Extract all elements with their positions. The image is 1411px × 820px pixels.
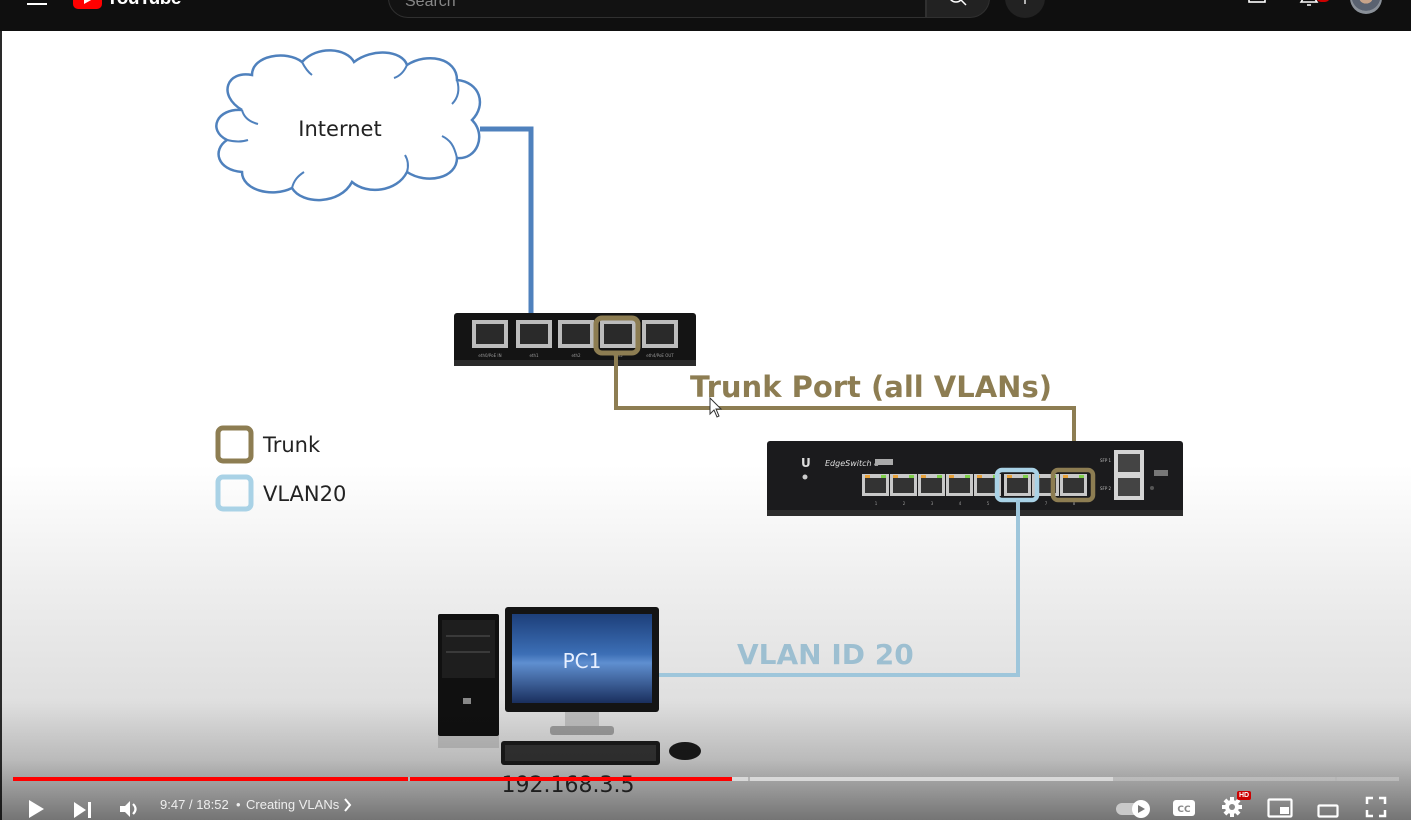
- internet-link: [480, 126, 534, 316]
- gear-icon: [1222, 797, 1242, 817]
- router-port-label: eth2: [571, 353, 581, 358]
- youtube-logo[interactable]: YouTube: [73, 0, 181, 10]
- router-port-label: eth4/PoE OUT: [646, 353, 674, 358]
- switch-port-number: 4: [959, 501, 962, 506]
- autoplay-icon: [1138, 805, 1145, 813]
- masthead: YouTube Search: [0, 0, 1411, 27]
- ubiquiti-logo-icon: U: [801, 456, 811, 470]
- theater-mode-button[interactable]: [1317, 798, 1339, 820]
- youtube-play-logo-icon: [73, 0, 102, 9]
- vlan20-link: [657, 500, 1020, 677]
- legend-vlan20-swatch: [215, 474, 254, 512]
- legend-trunk-swatch: [215, 425, 254, 464]
- sfp2-label: SFP 2: [1100, 486, 1112, 491]
- pc-screen-label: PC1: [563, 649, 602, 673]
- next-button[interactable]: [73, 797, 93, 820]
- pc1-computer: PC1: [438, 607, 701, 765]
- chapter-marker: [747, 777, 750, 781]
- progress-bar[interactable]: [13, 777, 1399, 781]
- chapter-title[interactable]: Creating VLANs: [246, 797, 340, 812]
- settings-button[interactable]: [1221, 794, 1243, 820]
- captions-button[interactable]: CC: [1172, 795, 1196, 820]
- switch-brand-label: EdgeSwitch 8: [825, 459, 879, 468]
- switch-port-number: 2: [903, 501, 906, 506]
- sfp1-label: SFP 1: [1100, 458, 1112, 463]
- legend: Trunk VLAN20: [215, 425, 346, 512]
- bell-icon[interactable]: [1298, 0, 1320, 10]
- menu-icon[interactable]: [27, 0, 47, 8]
- create-icon[interactable]: [1248, 0, 1270, 8]
- played-bar: [13, 777, 732, 781]
- mic-icon: [1024, 0, 1026, 4]
- search-button[interactable]: [926, 0, 990, 18]
- trunk-port-label: Trunk Port (all VLANs): [690, 370, 1052, 404]
- legend-vlan20-label: VLAN20: [263, 482, 346, 506]
- chapter-dot: •: [236, 797, 241, 812]
- duration: 18:52: [196, 797, 229, 812]
- vlan-id-label: VLAN ID 20: [737, 638, 914, 671]
- next-icon: [74, 802, 86, 818]
- switch-port-number: 3: [931, 501, 934, 506]
- switch-port-number: 8: [1073, 501, 1076, 506]
- theater-icon: [1317, 804, 1339, 818]
- chapter-marker: [1335, 777, 1338, 781]
- autoplay-toggle[interactable]: [1115, 796, 1151, 820]
- miniplayer-icon: [1267, 798, 1293, 818]
- time-display: 9:47 / 18:52: [160, 797, 229, 812]
- notification-badge: [1316, 0, 1330, 2]
- voice-search-button[interactable]: [1005, 0, 1045, 18]
- avatar[interactable]: [1350, 0, 1382, 14]
- router-port-label: eth1: [529, 353, 539, 358]
- power-led-icon: [802, 474, 808, 480]
- fullscreen-icon: [1365, 796, 1387, 818]
- play-icon: [29, 800, 44, 818]
- internet-cloud: [215, 49, 482, 202]
- miniplayer-button[interactable]: [1267, 795, 1293, 820]
- search-icon: [950, 0, 967, 6]
- logo-text: YouTube: [106, 0, 181, 10]
- search-placeholder: Search: [405, 0, 456, 10]
- current-time: 9:47: [160, 797, 186, 812]
- trunk-link: [614, 353, 1076, 472]
- play-button[interactable]: [26, 796, 46, 820]
- switch-port-number: 7: [1045, 501, 1048, 506]
- hd-badge: HD: [1237, 791, 1252, 800]
- fullscreen-button[interactable]: [1365, 794, 1387, 820]
- volume-button[interactable]: [119, 796, 141, 820]
- switch-port-number: 5: [987, 501, 990, 506]
- router-port-label: eth0/PoE IN: [478, 353, 501, 358]
- volume-icon: [120, 801, 130, 817]
- search-input[interactable]: Search: [388, 0, 926, 18]
- chevron-right-icon[interactable]: [343, 798, 353, 812]
- switch-port-number: 1: [875, 501, 878, 506]
- cc-icon: CC: [1177, 805, 1191, 815]
- chapter-marker: [408, 777, 410, 781]
- mouse-cursor-icon: [709, 396, 723, 418]
- internet-label: Internet: [298, 117, 381, 141]
- legend-trunk-label: Trunk: [262, 433, 321, 457]
- switch-trunk-port-highlight: [1050, 467, 1096, 503]
